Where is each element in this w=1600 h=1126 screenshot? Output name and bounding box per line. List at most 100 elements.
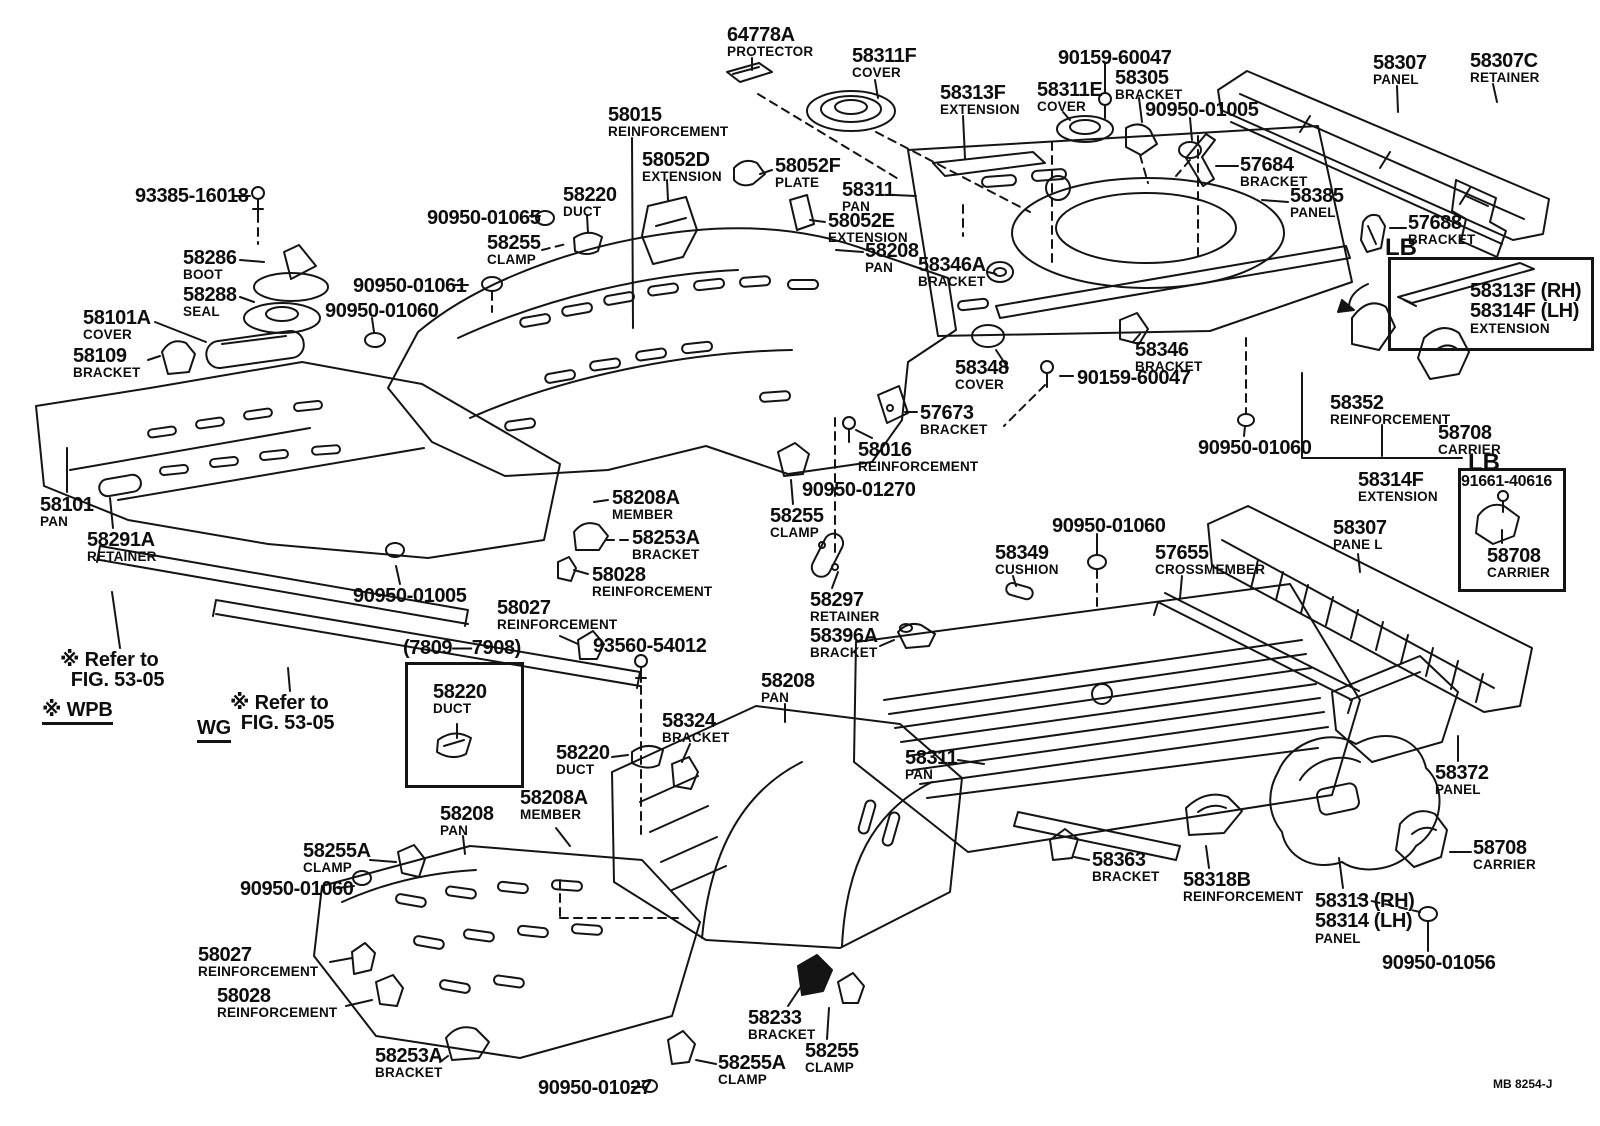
leader-line: [439, 1055, 449, 1063]
label-text: 58363: [1092, 849, 1146, 871]
leader-line: [109, 497, 114, 529]
leader-line: [287, 667, 291, 692]
label-text: 57688: [1408, 212, 1462, 234]
label-text: PANE L: [1333, 537, 1383, 553]
note-refer-2: ※ Refer to FIG. 53-05: [230, 693, 335, 735]
label-text: BRACKET: [920, 422, 988, 438]
label-text: PAN: [40, 514, 69, 530]
label-text: PAN: [440, 823, 469, 839]
leader-line: [879, 639, 895, 647]
label-93560-54012: 93560-54012: [593, 635, 707, 657]
leader-line: [1205, 845, 1210, 869]
label-text: 93560-54012: [593, 635, 707, 657]
leader-line: [835, 249, 864, 253]
label-text: 58349: [995, 542, 1049, 564]
label-text: BRACKET: [1408, 232, 1476, 248]
label-90950-01060: 90950-01060: [325, 301, 439, 322]
label-90950-01060-5: 90950-01060: [240, 878, 354, 900]
label-text: REINFORCEMENT: [858, 459, 979, 475]
label-text: 58297: [810, 589, 864, 611]
label-text: 58255A: [718, 1052, 786, 1074]
leader-line: [1396, 85, 1399, 113]
leader-line: [1243, 425, 1246, 437]
label-text: CLAMP: [718, 1072, 767, 1088]
leader-line: [1261, 199, 1289, 203]
leader-line: [855, 429, 873, 439]
label-90950-01027: 90950-01027: [538, 1078, 652, 1099]
leader-line: [787, 987, 801, 1007]
assembly-dash-line: [541, 243, 567, 251]
label-90950-01065: 90950-01065: [427, 208, 541, 229]
assembly-dash-line: [1357, 897, 1421, 913]
label-text: PAN: [905, 767, 934, 783]
label-text: 58220: [433, 681, 487, 703]
label-90950-01060-4: 90950-01060: [1052, 515, 1166, 537]
label-text: CARRIER: [1473, 857, 1536, 873]
label-text: BRACKET: [662, 730, 730, 746]
note-wg: WG: [197, 718, 231, 744]
leader-lines: [66, 57, 1503, 1088]
label-lb-1: LB: [1385, 234, 1417, 261]
label-text: 90950-01060: [1052, 515, 1166, 537]
leader-line: [593, 499, 609, 503]
label-text: 58313F (RH): [1470, 280, 1582, 302]
leader-line: [369, 859, 397, 863]
label-text: 58255: [805, 1040, 859, 1062]
leader-line: [1138, 97, 1143, 123]
leader-line: [147, 355, 161, 361]
label-text: CARRIER: [1487, 565, 1550, 581]
label-text: EXTENSION: [642, 169, 722, 185]
leader-line: [1492, 83, 1498, 103]
label-text: CLAMP: [303, 860, 352, 876]
leader-line: [395, 565, 401, 585]
label-text: LB: [1385, 234, 1417, 261]
figure-code: MB 8254-J: [1493, 1078, 1552, 1090]
label-90159-60047: 90159-60047: [1058, 48, 1172, 69]
label-text: 58255: [770, 505, 824, 527]
label-text: 93385-16018: [135, 185, 249, 207]
label-text: 64778A: [727, 24, 795, 46]
label-text: 90950-01061: [353, 275, 467, 297]
label-text: CARRIER: [1438, 442, 1501, 458]
label-text: BRACKET: [73, 365, 141, 381]
label-text: (7809—7908): [403, 637, 521, 659]
label-text: ※ Refer to: [60, 649, 159, 671]
label-text: 58311E: [1037, 79, 1103, 101]
label-text: 58052F: [775, 155, 841, 177]
label-text: FIG. 53-05: [230, 712, 335, 735]
leader-line: [1132, 333, 1141, 343]
leader-line: [345, 999, 373, 1007]
label-lb-2: LB: [1468, 450, 1500, 475]
leader-line: [681, 743, 691, 763]
label-text: 90950-01060: [240, 878, 354, 900]
label-text: 58346A: [918, 254, 986, 276]
label-text: RETAINER: [87, 549, 157, 565]
label-text: EXTENSION: [828, 230, 908, 246]
label-text: REINFORCEMENT: [1330, 412, 1451, 428]
leader-line: [987, 271, 997, 275]
label-text: 58307: [1333, 517, 1387, 539]
label-text: MEMBER: [612, 507, 674, 523]
label-90950-01060-3: 90950-01060: [1198, 438, 1312, 459]
